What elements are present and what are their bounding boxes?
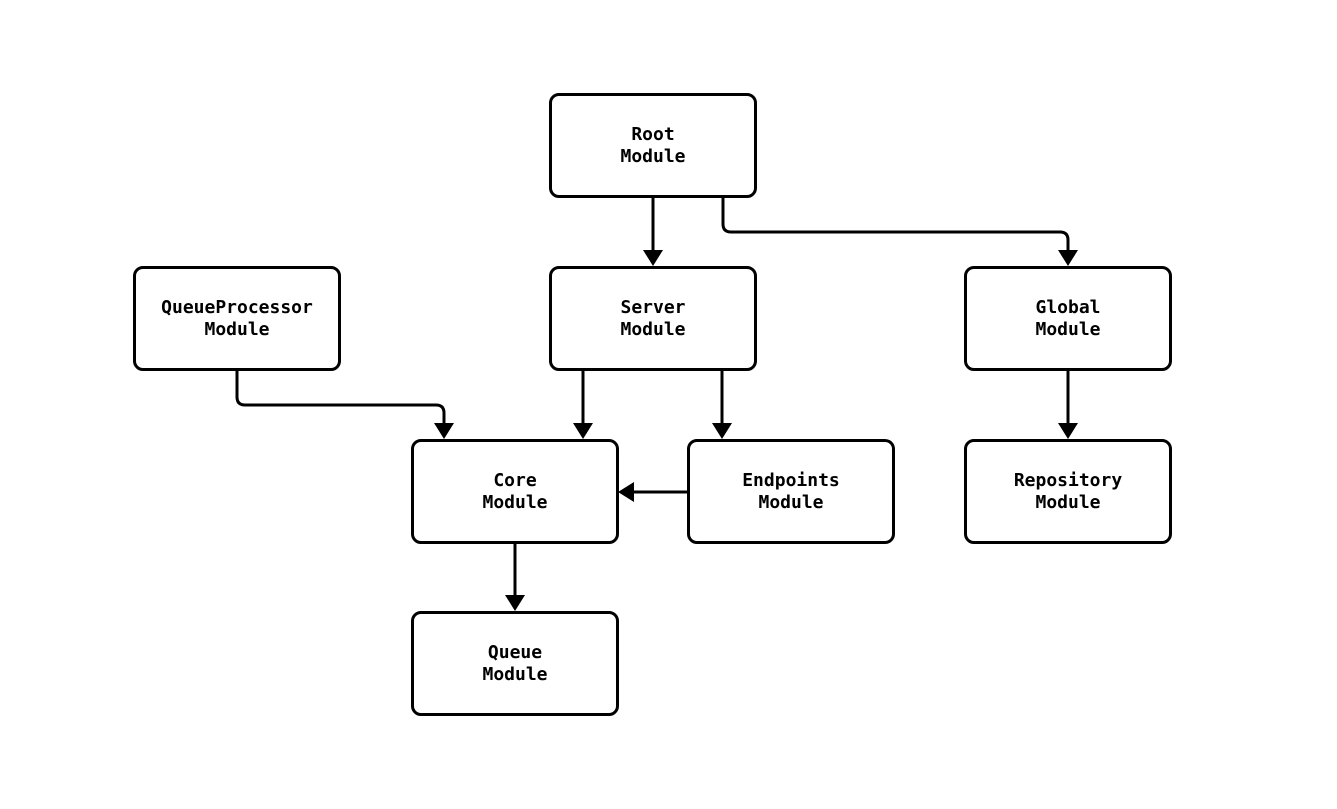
- arrowhead-icon: [618, 482, 634, 502]
- edge-server-to-core: [573, 371, 593, 439]
- node-label-line2: Module: [482, 491, 548, 513]
- node-label-line2: Module: [204, 318, 270, 340]
- node-label-line2: Module: [620, 145, 686, 167]
- edge-root-to-global: [721, 198, 1078, 266]
- node-label-line2: Module: [758, 491, 824, 513]
- node-label-line1: Global: [1035, 296, 1101, 318]
- node-label-line2: Module: [482, 663, 548, 685]
- edge-server-to-endpoints: [712, 371, 732, 439]
- edge-root-to-server: [643, 198, 663, 266]
- node-core-module: Core Module: [411, 439, 619, 544]
- edge-endpoints-to-core: [618, 482, 687, 502]
- edge-queueprocessor-to-core: [235, 371, 454, 439]
- arrowhead-icon: [643, 250, 663, 266]
- node-label-line1: QueueProcessor: [161, 296, 313, 318]
- edge-core-to-queue: [505, 544, 525, 611]
- arrowhead-icon: [505, 595, 525, 611]
- node-endpoints-module: Endpoints Module: [687, 439, 895, 544]
- node-global-module: Global Module: [964, 266, 1172, 371]
- node-label-line1: Core: [493, 469, 537, 491]
- node-label-line2: Module: [1035, 318, 1101, 340]
- node-label-line1: Server: [620, 296, 686, 318]
- node-label-line2: Module: [1035, 491, 1101, 513]
- node-queueprocessor-module: QueueProcessor Module: [133, 266, 341, 371]
- node-repository-module: Repository Module: [964, 439, 1172, 544]
- edge-global-to-repository: [1058, 371, 1078, 439]
- node-server-module: Server Module: [549, 266, 757, 371]
- arrowhead-icon: [1058, 250, 1078, 266]
- arrowhead-icon: [1058, 423, 1078, 439]
- arrowhead-icon: [712, 423, 732, 439]
- node-label-line2: Module: [620, 318, 686, 340]
- node-label-line1: Queue: [487, 641, 543, 663]
- arrowhead-icon: [573, 423, 593, 439]
- node-label-line1: Endpoints: [742, 469, 840, 491]
- node-label-line1: Root: [631, 123, 675, 145]
- node-queue-module: Queue Module: [411, 611, 619, 716]
- node-label-line1: Repository: [1013, 469, 1123, 491]
- node-root-module: Root Module: [549, 93, 757, 198]
- arrowhead-icon: [434, 423, 454, 439]
